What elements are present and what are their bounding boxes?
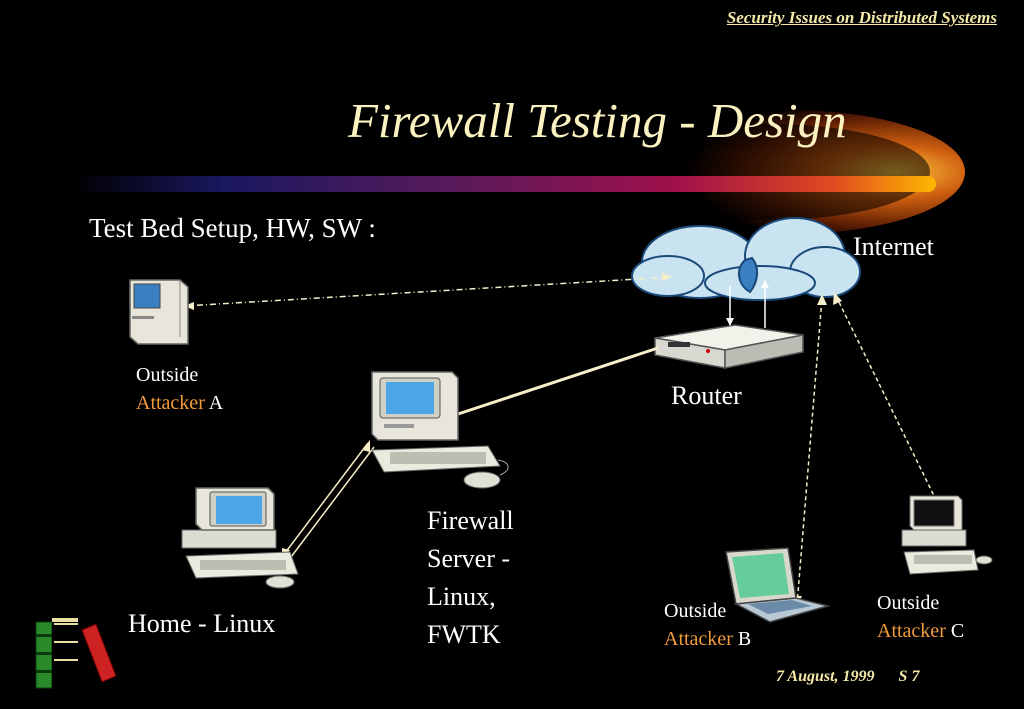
attacker-c-id: C [950,620,965,642]
title-swoosh [70,110,965,234]
laptop-icon [725,547,831,623]
link-attacker-c-internet [835,295,941,509]
books-icon [35,618,117,689]
attacker-a-id: A [208,392,224,414]
attacker-c-line1: Outside [877,592,940,614]
firewall-label-line: FWTK [427,620,501,649]
desktop-computer-icon [901,495,993,575]
router-icon [654,280,804,369]
home-linux-label: Home - Linux [128,609,276,638]
footer-date: 7 August, 1999 [776,668,875,685]
attacker-a-label: Outside Attacker A [136,361,223,417]
link-attacker-b-internet [796,297,823,606]
attacker-b-line1: Outside [664,600,727,622]
desktop-computer-icon [181,487,299,589]
internet-label: Internet [853,232,934,261]
link-firewall-router [454,346,659,417]
firewall-label: Firewall Server - Linux, FWTK [427,502,514,654]
connection-lines [183,273,943,607]
link-home-firewall [281,442,369,558]
cloud-icon [631,217,861,301]
attacker-c-word: Attacker [877,620,946,642]
slide-subtitle: Test Bed Setup, HW, SW : [89,213,376,243]
attacker-a-line1: Outside [136,364,199,386]
firewall-label-line: Firewall [427,506,514,535]
link-attacker-a-internet [183,276,673,307]
slide-title: Firewall Testing - Design [348,93,847,148]
attacker-c-label: Outside Attacker C [877,589,964,645]
footer-slide-number: S 7 [898,668,920,685]
desktop-computer-icon [129,279,189,345]
desktop-computer-icon [371,371,509,489]
attacker-b-word: Attacker [664,628,733,650]
firewall-label-line: Server - [427,544,511,573]
router-label: Router [671,381,742,410]
attacker-a-word: Attacker [136,392,205,414]
attacker-b-label: Outside Attacker B [664,597,751,653]
attacker-b-id: B [737,628,752,650]
course-header: Security Issues on Distributed Systems [726,8,997,27]
slide-footer: 7 August, 1999 S 7 [776,668,919,686]
firewall-label-line: Linux, [427,582,496,611]
